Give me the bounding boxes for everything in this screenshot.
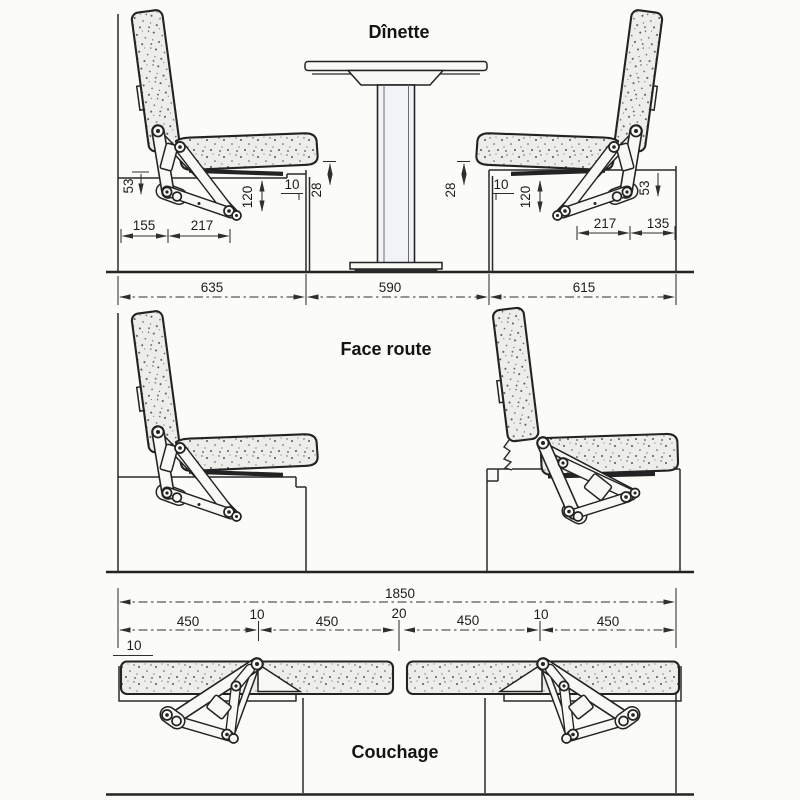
bed-unit-left: [119, 659, 393, 744]
section-title-couchage: Couchage: [351, 742, 438, 762]
dim-label-450-2: 450: [316, 614, 339, 629]
dim-label-135: 135: [647, 216, 670, 231]
pedestal-table: [304, 60, 488, 273]
dims-dinette-left: 53 155 217 120 10 28: [120, 160, 336, 243]
dims-couchage: 1850 450 10 450 20 450 10 450 10: [113, 586, 677, 657]
upholstery-fold: [502, 439, 513, 471]
face-route-left-seat: [127, 310, 318, 521]
dim-label-53-right: 53: [637, 180, 652, 195]
face-route-right-seat: [492, 306, 680, 525]
dim-label-590: 590: [379, 280, 402, 295]
section-dinette: Dînette 53 155 217 120: [106, 9, 694, 305]
dim-label-10-right: 10: [493, 177, 508, 192]
table-top-mount: [346, 69, 445, 86]
dim-label-10-b: 10: [533, 607, 548, 622]
dim-label-450-4: 450: [597, 614, 620, 629]
section-face-route: Face route: [106, 306, 694, 574]
dim-label-10-a: 10: [249, 607, 264, 622]
dim-label-20: 20: [391, 606, 406, 621]
dim-label-10-wall: 10: [126, 638, 141, 653]
dim-label-120-right: 120: [518, 186, 533, 209]
dim-label-217-right: 217: [594, 216, 617, 231]
gas-strut-body: [583, 473, 613, 501]
dims-dinette-bottom: 635 590 615: [117, 274, 677, 305]
seat-backrest: [492, 306, 540, 443]
dim-label-450-1: 450: [177, 614, 200, 629]
table-base: [349, 261, 443, 270]
dims-dinette-right: 28 10 120 53 217 135: [443, 160, 676, 240]
table-top: [304, 60, 488, 72]
section-title-dinette: Dînette: [368, 22, 429, 42]
dim-label-635: 635: [201, 280, 224, 295]
dim-label-28-right: 28: [443, 182, 458, 197]
section-couchage: Couchage 1850 450 10 450 20 450 10 450 1…: [106, 586, 694, 796]
folding-mechanism: [536, 436, 641, 525]
dim-label-120-left: 120: [240, 186, 255, 209]
dim-label-53-left: 53: [121, 178, 136, 193]
bed-unit-right: [407, 659, 681, 744]
table-base-foot: [354, 268, 438, 273]
dim-label-217-left: 217: [191, 218, 214, 233]
center-box: [302, 698, 486, 793]
dim-label-615: 615: [573, 280, 596, 295]
dim-label-10-left: 10: [284, 177, 299, 192]
dim-label-1850: 1850: [385, 586, 415, 601]
dim-label-155: 155: [133, 218, 156, 233]
section-title-face-route: Face route: [340, 339, 431, 359]
dim-label-450-3: 450: [457, 613, 480, 628]
dim-label-28-left: 28: [309, 182, 324, 197]
